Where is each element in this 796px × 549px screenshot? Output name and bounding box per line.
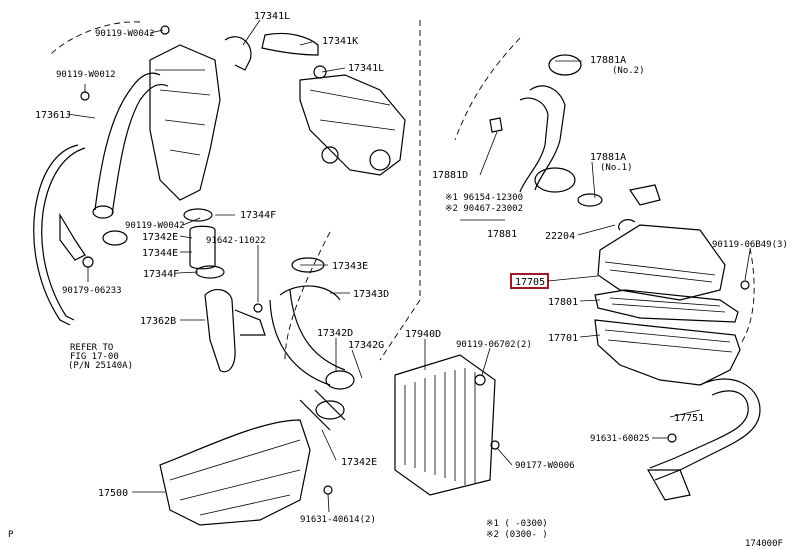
label-no1: (No.1)	[600, 163, 633, 173]
footnote-2: ※2 (0300- )	[486, 530, 548, 540]
label-17341L-top: 17341L	[254, 11, 290, 22]
page-marker: P	[8, 530, 14, 540]
label-17500: 17500	[98, 488, 128, 499]
figure-code: 174000F	[745, 539, 783, 549]
label-17344E: 17344E	[142, 248, 178, 259]
label-17705: 17705	[515, 277, 545, 288]
label-17881A-no1: 17881A	[590, 152, 626, 163]
note-1: ※1 96154-12300	[445, 193, 523, 203]
leader-lines	[66, 19, 751, 513]
label-90119-W0042-mid: 90119-W0042	[125, 221, 185, 231]
label-17881A-no2: 17881A	[590, 55, 626, 66]
air-filter-element-17801	[594, 289, 739, 323]
label-17343E: 17343E	[332, 261, 368, 272]
intercooler-pipe-17362B	[204, 288, 266, 373]
intercooler-17940D	[394, 354, 500, 496]
dashed-boundaries	[49, 20, 755, 361]
callout-labels: 90119-W0042 17341L 17341K 17341L 90119-W…	[8, 11, 788, 549]
label-90119-06702: 90119-06702(2)	[456, 340, 532, 350]
label-22204: 22204	[545, 231, 575, 242]
label-17361J: 17361J	[35, 110, 71, 121]
air-cleaner-cover-17705	[597, 219, 726, 301]
hoses-center	[269, 257, 355, 431]
label-91631-40614: 91631-40614(2)	[300, 515, 376, 525]
label-90119-06B49: 90119-06B49(3)	[712, 240, 788, 250]
air-duct-17500	[159, 419, 333, 526]
label-17341L-lower: 17341L	[348, 63, 384, 74]
note-2: ※2 90467-23002	[445, 204, 523, 214]
label-17342E-lower: 17342E	[341, 457, 377, 468]
label-17341K: 17341K	[322, 36, 358, 47]
label-17343D: 17343D	[353, 289, 389, 300]
label-17344F-lower: 17344F	[143, 269, 179, 280]
label-17342D: 17342D	[317, 328, 353, 339]
refer-note-line3: (P/N 25140A)	[68, 361, 133, 371]
label-17801: 17801	[548, 297, 578, 308]
refer-note-line1: REFER TO	[70, 343, 113, 353]
label-17342E-upper: 17342E	[142, 232, 178, 243]
label-17881D: 17881D	[432, 170, 468, 181]
label-90119-W0042-top: 90119-W0042	[95, 29, 155, 39]
label-17940D: 17940D	[405, 329, 441, 340]
label-91631-60025: 91631-60025	[590, 434, 650, 444]
label-17881: 17881	[487, 229, 517, 240]
label-17344F-top: 17344F	[240, 210, 276, 221]
air-inlet-17751	[646, 378, 761, 501]
label-17701: 17701	[548, 333, 578, 344]
label-17751: 17751	[674, 413, 704, 424]
label-no2: (No.2)	[612, 66, 645, 76]
air-cleaner-case-17701	[594, 280, 750, 386]
label-17362B: 17362B	[140, 316, 176, 327]
vacuum-hose	[33, 144, 86, 326]
turbo-housing	[224, 32, 406, 176]
label-91642-11022: 91642-11022	[206, 236, 266, 246]
label-90119-W0012: 90119-W0012	[56, 70, 116, 80]
hose-assembly-17881	[489, 54, 661, 207]
label-17342G: 17342G	[348, 340, 384, 351]
intake-pipe-17361J	[59, 44, 221, 261]
label-90179-06233: 90179-06233	[62, 286, 122, 296]
label-90177-W0006: 90177-W0006	[515, 461, 575, 471]
footnote-1: ※1 ( -0300)	[486, 519, 548, 529]
refer-note-line2: FIG 17-00	[70, 352, 119, 362]
